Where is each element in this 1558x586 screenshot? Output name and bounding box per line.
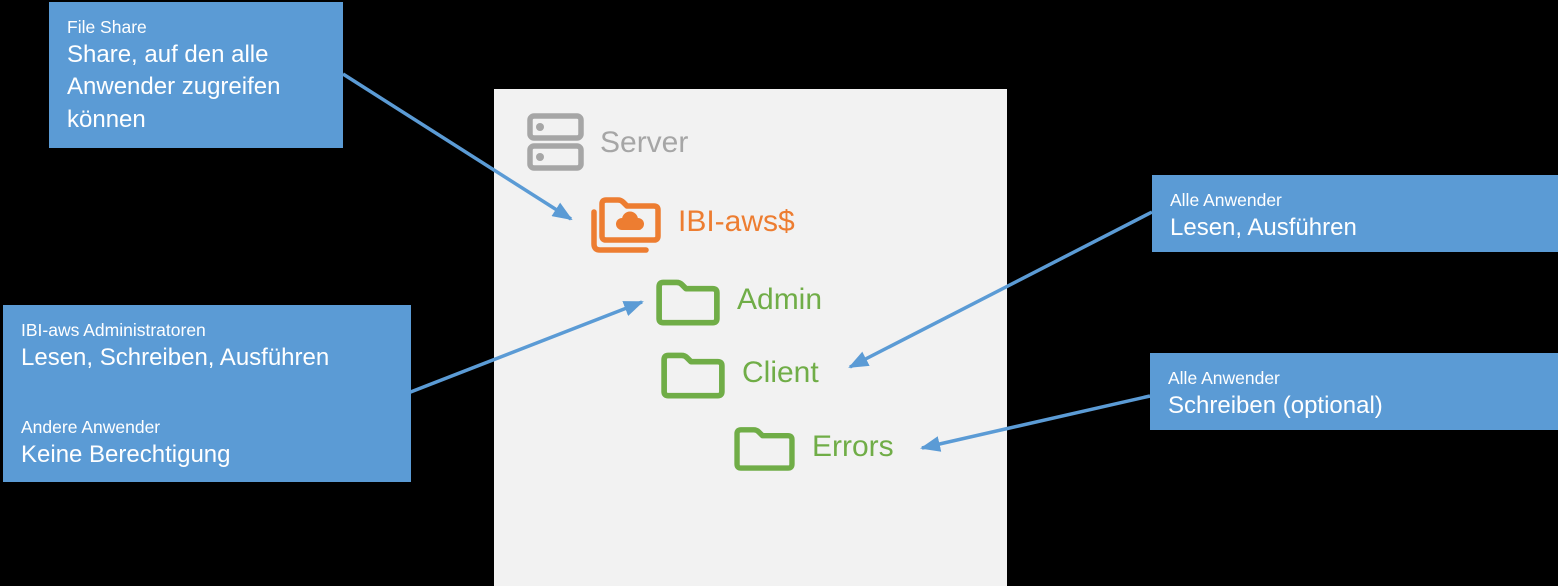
errors-folder-row: Errors xyxy=(733,421,894,472)
folder-icon xyxy=(661,352,725,399)
shared-cloud-folder-icon xyxy=(591,197,661,253)
client-folder-row: Client xyxy=(660,346,819,400)
callout-title: Alle Anwender xyxy=(1168,368,1280,388)
callout-title: IBI-aws Administratoren xyxy=(21,320,206,340)
callout-all-users-write: Alle Anwender Schreiben (optional) xyxy=(1150,353,1558,430)
client-folder-label: Client xyxy=(742,356,819,389)
callout-body: Lesen, Ausführen xyxy=(1170,213,1357,241)
callout-spacer xyxy=(21,374,393,416)
admin-folder-row: Admin xyxy=(655,273,822,327)
share-folder-row: IBI-aws$ xyxy=(588,190,795,254)
folder-icon xyxy=(734,427,795,471)
callout-body: Lesen, Schreiben, Ausführen xyxy=(21,343,330,371)
callout-all-users-read: Alle Anwender Lesen, Ausführen xyxy=(1152,175,1558,252)
admin-folder-label: Admin xyxy=(737,283,823,316)
server-label: Server xyxy=(600,126,689,159)
callout-file-share: File Share Share, auf den alle Anwender … xyxy=(49,2,343,148)
callout-body: Share, auf den alle Anwender zugreifen k… xyxy=(67,40,281,133)
share-folder-label: IBI-aws$ xyxy=(678,205,795,238)
server-row: Server xyxy=(527,113,688,173)
callout-body-2: Keine Berechtigung xyxy=(21,441,231,469)
folder-icon xyxy=(656,279,720,326)
callout-title: File Share xyxy=(67,17,147,37)
callout-title-2: Andere Anwender xyxy=(21,417,161,438)
callout-admins: IBI-aws Administratoren Lesen, Schreiben… xyxy=(3,305,411,482)
errors-folder-label: Errors xyxy=(812,429,894,463)
server-icon xyxy=(527,113,584,171)
callout-title: Alle Anwender xyxy=(1170,190,1282,210)
callout-body: Schreiben (optional) xyxy=(1168,391,1383,419)
cloud-icon xyxy=(616,211,644,230)
